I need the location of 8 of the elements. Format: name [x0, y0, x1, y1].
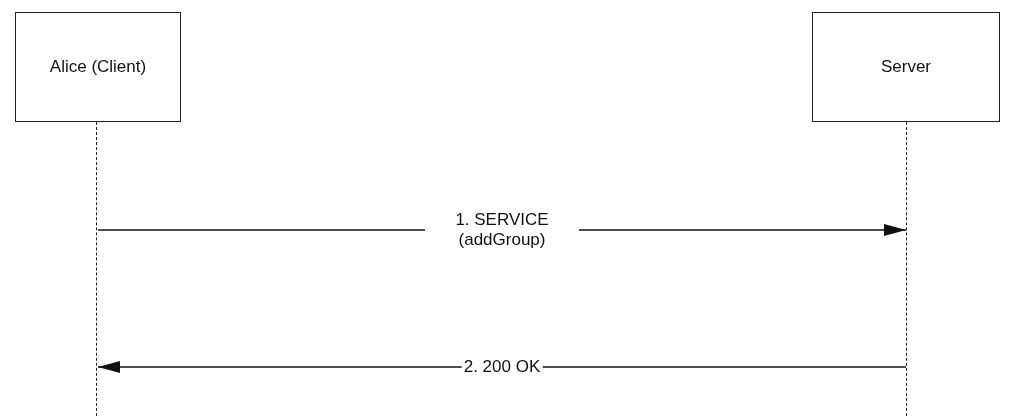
lifeline	[906, 122, 908, 416]
lifeline	[96, 122, 98, 416]
participant-box	[15, 12, 181, 122]
participant-name: Alice (Client)	[48, 57, 148, 77]
message-arrow	[97, 361, 907, 373]
participant-box	[812, 12, 1000, 122]
participant-name: Server	[879, 57, 933, 77]
edge-label: 1. SERVICE (addGroup)	[425, 210, 579, 250]
